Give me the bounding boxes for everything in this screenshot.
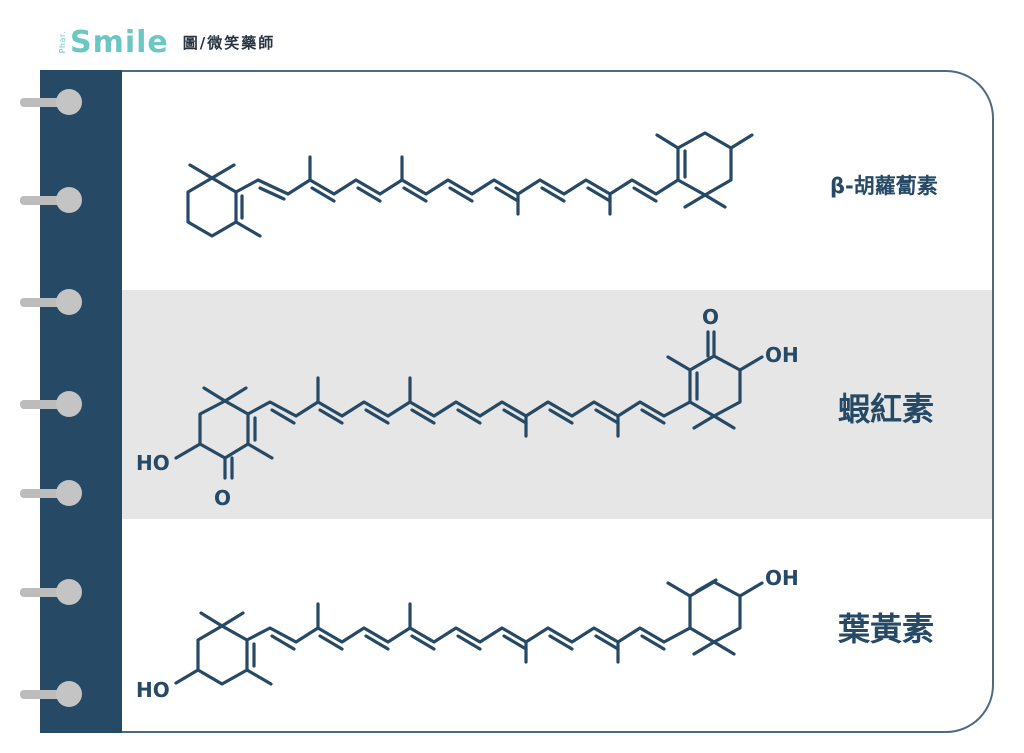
astaxanthin-structure — [174, 330, 764, 480]
binder-ring — [20, 89, 82, 115]
header: Phar. Smile 圖/微笑藥師 — [58, 22, 275, 62]
hydroxyl-label: OH — [765, 566, 799, 590]
molecule-name-astaxanthin: 蝦紅素 — [838, 390, 935, 428]
molecule-name-lutein: 葉黃素 — [838, 610, 935, 648]
hydroxyl-label: HO — [136, 451, 170, 475]
ketone-label: O — [702, 305, 719, 329]
binder-ring — [20, 289, 82, 315]
hydroxyl-label: HO — [136, 678, 170, 702]
binder-ring — [20, 579, 82, 605]
beta-carotene-structure — [186, 131, 754, 238]
molecule-name-beta-carotene: β-胡蘿蔔素 — [830, 174, 938, 198]
ketone-label: O — [214, 486, 231, 510]
lutein-structure — [174, 578, 764, 686]
notebook-page — [122, 70, 994, 733]
hydroxyl-label: OH — [765, 343, 799, 367]
brand-logo: Smile — [70, 24, 169, 60]
image-credit: 圖/微笑藥師 — [182, 33, 276, 52]
binder-ring — [20, 391, 82, 417]
binder-ring — [20, 480, 82, 506]
binder-ring — [20, 187, 82, 213]
binder-ring — [20, 681, 82, 707]
